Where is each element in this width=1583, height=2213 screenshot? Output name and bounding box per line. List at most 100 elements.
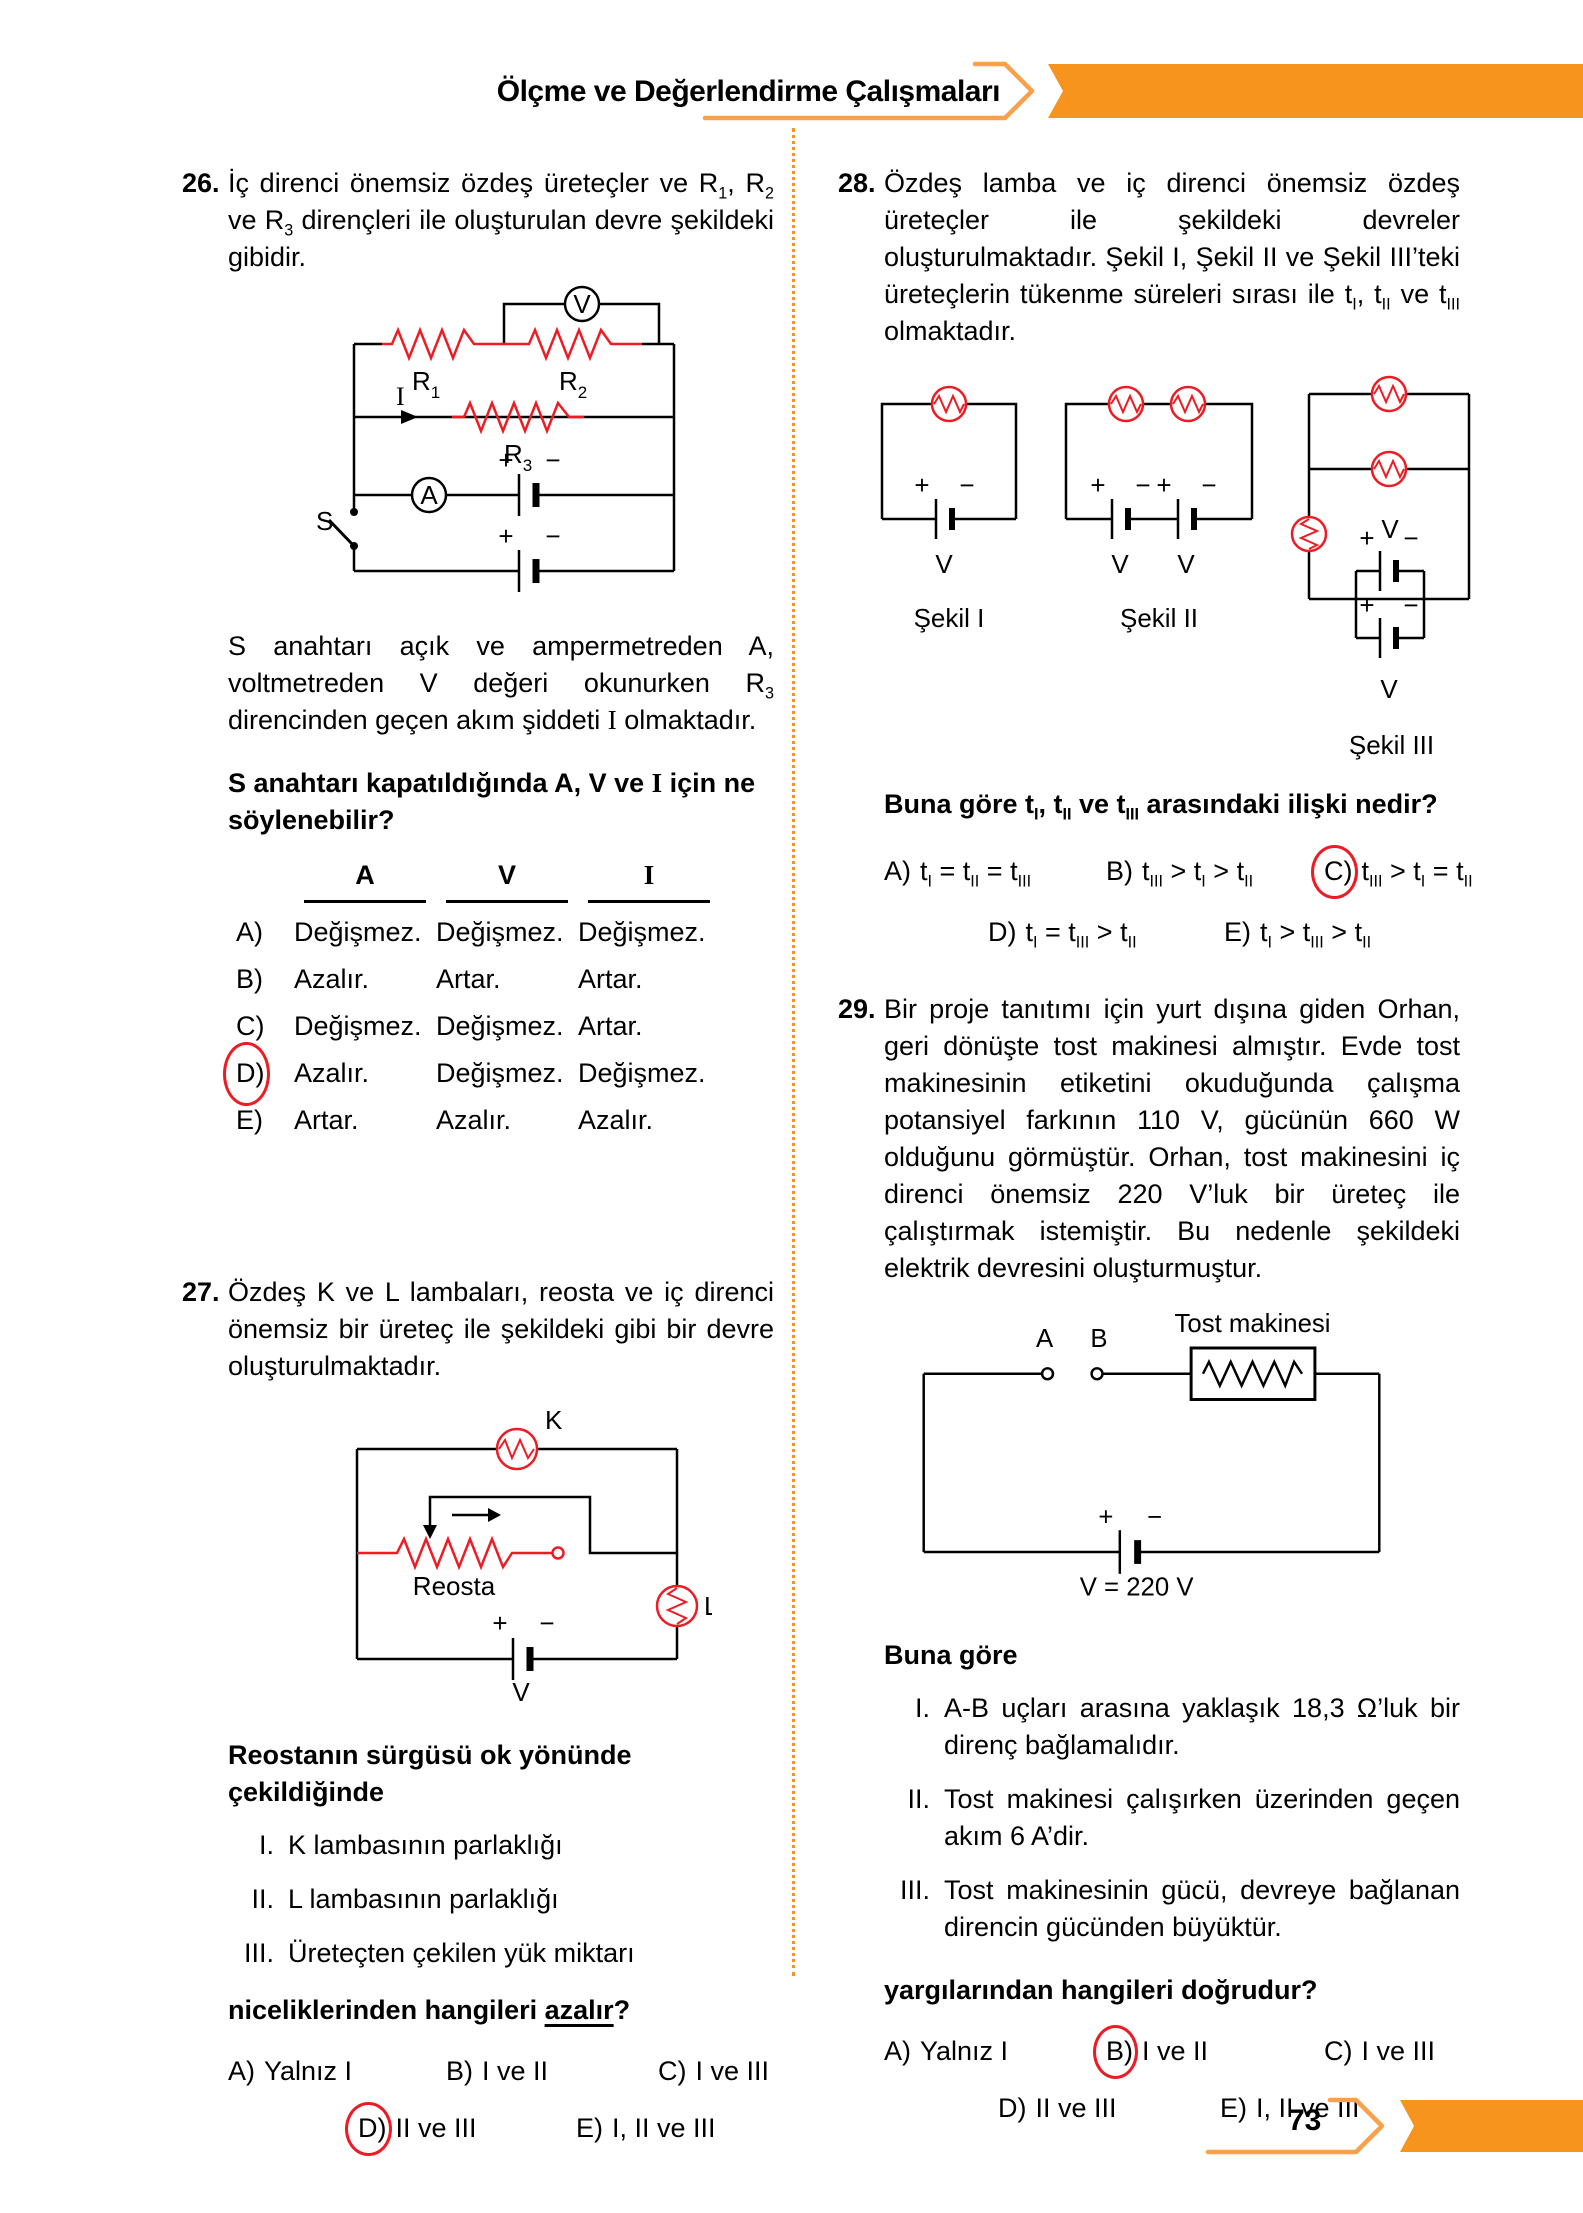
battery-label: V (1177, 549, 1195, 579)
options-row: D) tI = tIII > tII E)tI > tIII > tII (988, 914, 1460, 951)
option-letter: D) (988, 917, 1017, 947)
figure-1: + − V Şekil I (864, 366, 1034, 637)
option-letter: C) (1324, 2036, 1353, 2066)
col-header-v: V (446, 857, 568, 903)
circuit-diagram-q27: K L Reosta + − V (355, 1405, 718, 1707)
lamp-l-label: L (704, 1591, 712, 1621)
option-e: E)I, II ve III (576, 2110, 774, 2147)
current-arrow-icon (401, 410, 418, 424)
option-c: C)I ve III (1324, 2033, 1460, 2070)
battery-plus: + (1359, 590, 1374, 620)
page-number: 73 (1288, 2104, 1322, 2137)
battery2-plus: + (498, 521, 513, 551)
battery-1 (517, 474, 540, 516)
lamp-icon (1169, 385, 1207, 423)
option-b: B) tIII > tI > tII (1106, 853, 1324, 890)
question-26: 26. İç direnci önemsiz özdeş üreteçler v… (182, 165, 774, 1144)
option-letter: B) (1106, 856, 1133, 886)
question-number: 26. (182, 168, 220, 198)
figure-caption: Şekil II (1119, 603, 1199, 633)
battery2-minus: − (545, 521, 560, 551)
option-letter: B) (446, 2056, 473, 2086)
cell: Değişmez. (436, 917, 564, 947)
option-letter: A) (228, 2056, 255, 2086)
lamp-icon (1370, 375, 1408, 413)
option-letter: A) (884, 2036, 911, 2066)
battery-label: V (1111, 549, 1129, 579)
option-c: C)I ve III (658, 2053, 774, 2090)
cell: Artar. (436, 964, 501, 994)
option-a: A)tI = tII = tIII (884, 853, 1106, 890)
cell: Azalır. (294, 964, 370, 994)
battery-plus: + (914, 470, 929, 500)
option-text: Yalnız I (264, 2056, 353, 2086)
option-text: tI = tIII > tII (1025, 917, 1137, 952)
question-27: 27. Özdeş K ve L lambaları, reosta ve iç… (182, 1274, 774, 2156)
option-d: D)II ve III (345, 2102, 576, 2156)
battery1-plus: + (498, 445, 513, 475)
lamp-k-icon (495, 1427, 539, 1471)
cell: Artar. (578, 964, 643, 994)
resistor-r2-label: R2 (559, 366, 587, 402)
battery-minus: − (1403, 590, 1418, 620)
list-item: I. A-B uçları arasına yaklaşık 18,3 Ω’lu… (884, 1690, 1460, 1764)
option-letter: E) (236, 1105, 263, 1135)
battery-minus: − (539, 1608, 554, 1638)
battery-label: V (512, 1677, 530, 1705)
answer-table: A V I A) Değişmez. Değişmez. Değişmez. B… (223, 857, 774, 1144)
lamp-k-label: K (545, 1405, 563, 1435)
item-text: K lambasının parlaklığı (288, 1830, 563, 1860)
slider-arrow-down-icon (423, 1525, 437, 1539)
header-decoration (702, 61, 1583, 121)
cell: Değişmez. (578, 1058, 706, 1088)
battery-plus: + (492, 1608, 507, 1638)
question-stem: Buna göre tI, tII ve tIII arasındaki ili… (884, 789, 1438, 824)
ammeter-label: A (420, 480, 438, 510)
item-numeral: II. (251, 1884, 274, 1914)
item-text: Üreteçten çekilen yük miktarı (288, 1938, 635, 1968)
lamp-icon (1370, 450, 1408, 488)
current-label: I (396, 382, 405, 411)
terminal-b-label: B (1090, 1325, 1107, 1353)
battery-plus: + (1359, 523, 1374, 553)
cell: Değişmez. (436, 1011, 564, 1041)
table-row: D) Azalır. Değişmez. Değişmez. (223, 1042, 774, 1106)
cell: Azalır. (578, 1105, 654, 1135)
cell: Artar. (578, 1011, 643, 1041)
question-intro: Bir proje tanıtımı için yurt dışına gide… (884, 994, 1460, 1283)
lamp-l-icon (655, 1584, 699, 1628)
option-e: E)tI > tIII > tII (1224, 914, 1460, 951)
battery-minus: − (1147, 1503, 1162, 1531)
terminal-a-label: A (1036, 1325, 1054, 1353)
left-column: 26. İç direnci önemsiz özdeş üreteçler v… (182, 165, 774, 2156)
option-text: tI = tII = tIII (920, 856, 1032, 891)
option-b: B)I ve II (446, 2053, 658, 2090)
battery-label: V (1381, 514, 1399, 544)
device-resistor (1201, 1358, 1304, 1389)
options-row: A)tI = tII = tIII B) tIII > tI > tII C)tI… (884, 845, 1473, 899)
table-header-row: A V I (236, 857, 774, 903)
option-c: C)tIII > tI = tII (1311, 845, 1473, 899)
cell: Azalır. (436, 1105, 512, 1135)
lamp-icon (1107, 385, 1145, 423)
question-intro: Özdeş K ve L lambaları, reosta ve iç dir… (228, 1277, 774, 1381)
item-numeral: I. (258, 1830, 274, 1860)
option-text: tIII > tI > tII (1142, 856, 1254, 891)
option-text: I ve II (1142, 2036, 1209, 2066)
ammeter-icon (410, 476, 448, 514)
battery-minus: − (1135, 470, 1150, 500)
option-text: tI > tIII > tII (1260, 917, 1372, 952)
circuit-diagram-q26: V A R1 R2 R3 I S + − + − (316, 285, 676, 592)
cell: Değişmez. (436, 1058, 564, 1088)
resistor-r1-label: R1 (412, 366, 440, 402)
option-letter: C) (658, 2056, 687, 2086)
col-header-a: A (304, 857, 426, 903)
circuit-figure-q27: K L Reosta + − V (302, 1401, 774, 1715)
table-row: C) Değişmez. Değişmez. Artar. (236, 1003, 774, 1050)
option-d: D) tI = tIII > tII (988, 914, 1224, 951)
lamp-icon (930, 385, 968, 423)
page-header-title: Ölçme ve Değerlendirme Çalışmaları (496, 75, 1001, 108)
device-box (1189, 1346, 1317, 1401)
cell: Değişmez. (578, 917, 706, 947)
